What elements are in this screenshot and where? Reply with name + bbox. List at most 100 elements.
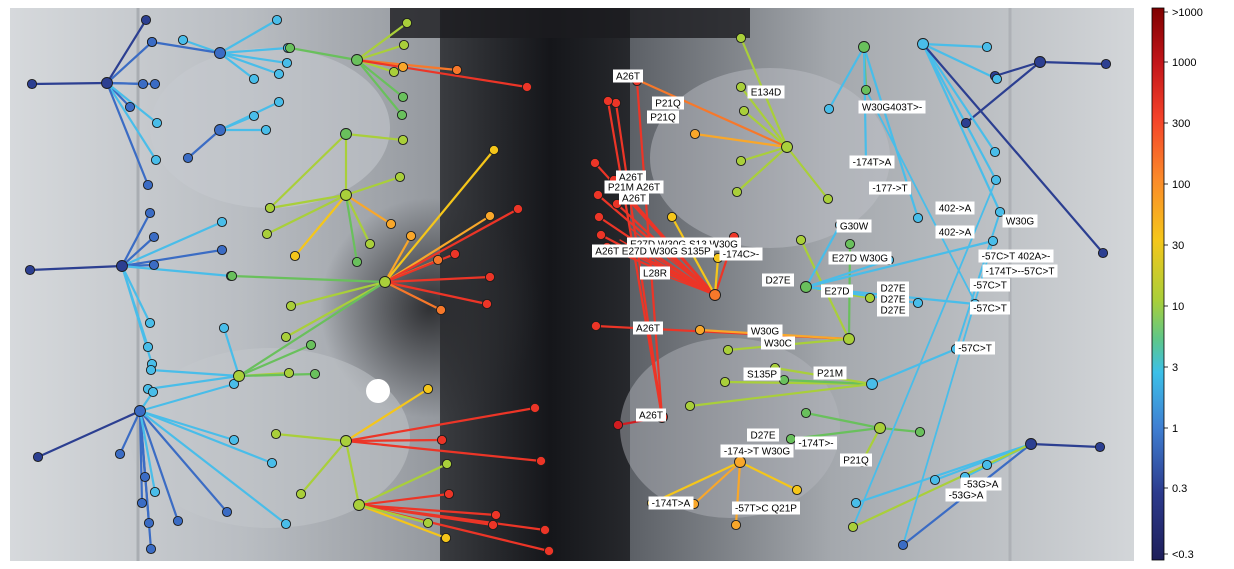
network-hub-node[interactable] [351, 54, 363, 66]
network-node[interactable] [285, 300, 297, 312]
network-node[interactable] [795, 234, 807, 246]
network-node[interactable] [785, 433, 797, 445]
network-node[interactable] [422, 517, 434, 529]
network-node[interactable] [960, 117, 972, 129]
network-node[interactable] [735, 81, 747, 93]
network-node[interactable] [248, 73, 260, 85]
network-node[interactable] [396, 109, 408, 121]
network-hub-node[interactable] [116, 260, 128, 272]
network-node[interactable] [309, 368, 321, 380]
network-node[interactable] [266, 457, 278, 469]
network-node[interactable] [1094, 441, 1106, 453]
network-node[interactable] [280, 518, 292, 530]
network-node[interactable] [602, 95, 614, 107]
network-node[interactable] [351, 256, 363, 268]
network-node[interactable] [535, 455, 547, 467]
network-node[interactable] [281, 57, 293, 69]
network-node[interactable] [684, 400, 696, 412]
network-hub-node[interactable] [134, 405, 146, 417]
network-hub-node[interactable] [1025, 438, 1037, 450]
network-node[interactable] [142, 179, 154, 191]
network-node[interactable] [440, 532, 452, 544]
network-hub-node[interactable] [858, 41, 870, 53]
network-node[interactable] [124, 101, 136, 113]
network-hub-node[interactable] [379, 276, 391, 288]
network-node[interactable] [151, 117, 163, 129]
network-hub-node[interactable] [214, 124, 226, 136]
network-node[interactable] [539, 524, 551, 536]
network-node[interactable] [449, 248, 461, 260]
network-node[interactable] [994, 206, 1006, 218]
network-hub-node[interactable] [917, 38, 929, 50]
network-node[interactable] [432, 254, 444, 266]
network-node[interactable] [228, 378, 240, 390]
network-node[interactable] [1097, 247, 1109, 259]
network-hub-node[interactable] [800, 281, 812, 293]
network-node[interactable] [666, 211, 678, 223]
network-node[interactable] [844, 238, 856, 250]
network-node[interactable] [177, 34, 189, 46]
network-hub-node[interactable] [874, 422, 886, 434]
network-node[interactable] [823, 103, 835, 115]
network-node[interactable] [731, 186, 743, 198]
network-node[interactable] [149, 486, 161, 498]
network-node[interactable] [521, 81, 533, 93]
network-node[interactable] [397, 91, 409, 103]
network-node[interactable] [271, 14, 283, 26]
network-node[interactable] [689, 128, 701, 140]
network-node[interactable] [261, 228, 273, 240]
network-node[interactable] [1100, 58, 1112, 70]
network-node[interactable] [990, 174, 1002, 186]
network-hub-node[interactable] [340, 128, 352, 140]
network-node[interactable] [273, 68, 285, 80]
network-hub-node[interactable] [866, 378, 878, 390]
network-node[interactable] [218, 322, 230, 334]
network-node[interactable] [24, 264, 36, 276]
network-hub-node[interactable] [781, 141, 793, 153]
network-node[interactable] [136, 497, 148, 509]
network-node[interactable] [405, 230, 417, 242]
network-node[interactable] [283, 367, 295, 379]
network-node[interactable] [897, 539, 909, 551]
network-node[interactable] [822, 193, 834, 205]
network-node[interactable] [738, 105, 750, 117]
network-node[interactable] [592, 189, 604, 201]
network-hub-node[interactable] [734, 456, 746, 468]
network-node[interactable] [914, 426, 926, 438]
network-node[interactable] [778, 374, 790, 386]
network-node[interactable] [280, 331, 292, 343]
network-node[interactable] [221, 506, 233, 518]
network-node[interactable] [860, 84, 872, 96]
network-node[interactable] [989, 146, 1001, 158]
network-node[interactable] [912, 212, 924, 224]
network-node[interactable] [443, 488, 455, 500]
network-node[interactable] [864, 292, 876, 304]
network-node[interactable] [216, 244, 228, 256]
network-node[interactable] [612, 419, 624, 431]
network-hub-node[interactable] [843, 333, 855, 345]
network-node[interactable] [441, 458, 453, 470]
network-node[interactable] [260, 124, 272, 136]
network-node[interactable] [847, 521, 859, 533]
network-node[interactable] [146, 36, 158, 48]
network-node[interactable] [394, 171, 406, 183]
network-node[interactable] [385, 218, 397, 230]
network-node[interactable] [226, 270, 238, 282]
network-hub-node[interactable] [353, 499, 365, 511]
network-node[interactable] [144, 207, 156, 219]
network-node[interactable] [26, 78, 38, 90]
network-node[interactable] [589, 157, 601, 169]
network-node[interactable] [722, 344, 734, 356]
network-hub-node[interactable] [101, 77, 113, 89]
network-node[interactable] [364, 238, 376, 250]
network-node[interactable] [484, 271, 496, 283]
network-node[interactable] [216, 216, 228, 228]
network-node[interactable] [593, 211, 605, 223]
network-node[interactable] [147, 386, 159, 398]
network-node[interactable] [398, 39, 410, 51]
network-node[interactable] [529, 402, 541, 414]
network-node[interactable] [912, 297, 924, 309]
network-node[interactable] [149, 78, 161, 90]
network-node[interactable] [32, 451, 44, 463]
network-node[interactable] [148, 231, 160, 243]
